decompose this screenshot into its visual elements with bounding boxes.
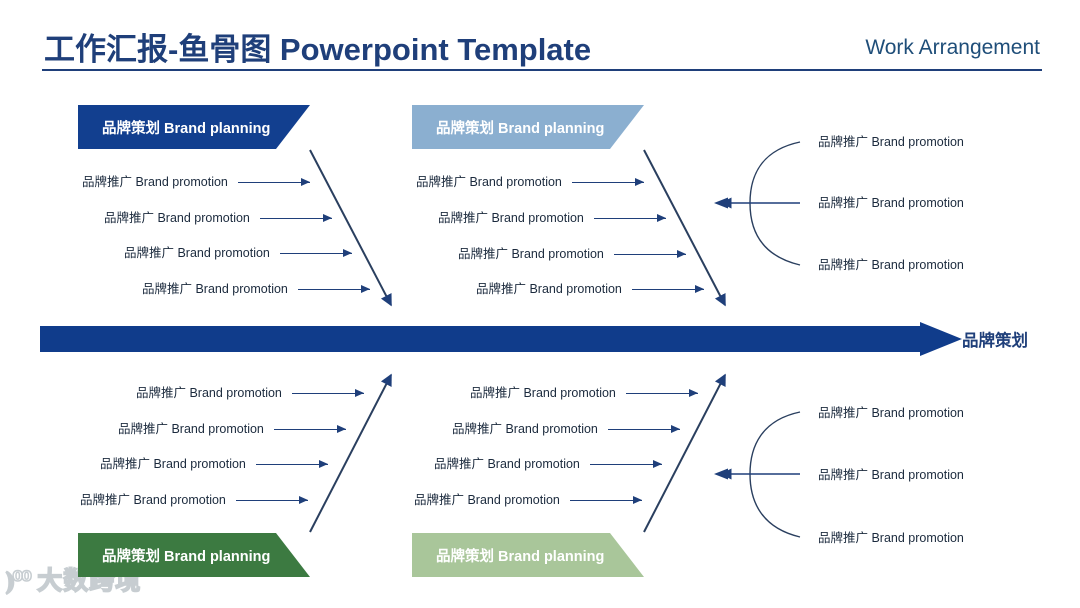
watermark-logo-icon: ⦆⁰⁰	[5, 567, 33, 595]
subrow-top-right-1[interactable]: 品牌推广 Brand promotion	[416, 173, 644, 191]
right-arrow-icon	[259, 213, 332, 223]
right-arrow-icon	[613, 249, 686, 259]
subrow-bottom-right-2[interactable]: 品牌推广 Brand promotion	[452, 420, 680, 438]
banner-bottom-right-label: 品牌策划 Brand planning	[436, 548, 605, 565]
brace-item-bottom-right-1[interactable]: 品牌推广 Brand promotion	[818, 406, 964, 420]
right-arrow-icon	[569, 495, 642, 505]
right-arrow-icon	[273, 424, 346, 434]
right-arrow-icon	[255, 459, 328, 469]
spine-label: 品牌策划	[962, 332, 1028, 350]
brace-item-top-right-3[interactable]: 品牌推广 Brand promotion	[818, 258, 964, 272]
right-arrow-icon	[571, 177, 644, 187]
brace-curve-bottom-right	[749, 411, 801, 538]
subrow-label: 品牌推广 Brand promotion	[124, 246, 270, 260]
subrow-bottom-right-4[interactable]: 品牌推广 Brand promotion	[414, 491, 642, 509]
subrow-label: 品牌推广 Brand promotion	[80, 493, 226, 507]
main-spine-arrow-shape	[40, 322, 962, 356]
banner-top-right-label: 品牌策划 Brand planning	[436, 120, 605, 137]
subrow-label: 品牌推广 Brand promotion	[118, 422, 264, 436]
banner-top-right[interactable]: 品牌策划 Brand planning	[412, 105, 644, 149]
brace-arrowhead-bottom-right	[714, 468, 728, 480]
brace-curve-top-right	[749, 141, 801, 266]
subrow-top-right-3[interactable]: 品牌推广 Brand promotion	[458, 245, 686, 263]
right-arrow-icon	[279, 248, 352, 258]
brace-item-bottom-right-2[interactable]: 品牌推广 Brand promotion	[818, 468, 964, 482]
right-arrow-icon	[625, 388, 698, 398]
subrow-label: 品牌推广 Brand promotion	[136, 386, 282, 400]
subrow-bottom-left-2[interactable]: 品牌推广 Brand promotion	[118, 420, 346, 438]
banner-bottom-left[interactable]: 品牌策划 Brand planning	[78, 533, 310, 577]
right-arrow-icon	[235, 495, 308, 505]
subrow-top-left-3[interactable]: 品牌推广 Brand promotion	[124, 244, 352, 262]
right-arrow-icon	[607, 424, 680, 434]
subrow-bottom-left-3[interactable]: 品牌推广 Brand promotion	[100, 455, 328, 473]
subrow-label: 品牌推广 Brand promotion	[470, 386, 616, 400]
subrow-label: 品牌推广 Brand promotion	[100, 457, 246, 471]
subrow-bottom-left-1[interactable]: 品牌推广 Brand promotion	[136, 384, 364, 402]
brace-item-top-right-2[interactable]: 品牌推广 Brand promotion	[818, 196, 964, 210]
right-arrow-icon	[631, 284, 704, 294]
banner-bottom-right[interactable]: 品牌策划 Brand planning	[412, 533, 644, 577]
brace-item-bottom-right-3[interactable]: 品牌推广 Brand promotion	[818, 531, 964, 545]
brace-item-top-right-1[interactable]: 品牌推广 Brand promotion	[818, 135, 964, 149]
banner-bottom-left-shape	[78, 533, 310, 577]
main-spine-arrow	[40, 322, 962, 356]
subrow-top-left-1[interactable]: 品牌推广 Brand promotion	[82, 173, 310, 191]
subrow-bottom-left-4[interactable]: 品牌推广 Brand promotion	[80, 491, 308, 509]
subrow-label: 品牌推广 Brand promotion	[104, 211, 250, 225]
right-arrow-icon	[593, 213, 666, 223]
subrow-label: 品牌推广 Brand promotion	[82, 175, 228, 189]
subrow-label: 品牌推广 Brand promotion	[476, 282, 622, 296]
subrow-label: 品牌推广 Brand promotion	[458, 247, 604, 261]
right-arrow-icon	[297, 284, 370, 294]
subrow-bottom-right-3[interactable]: 品牌推广 Brand promotion	[434, 455, 662, 473]
banner-bottom-right-shape	[412, 533, 644, 577]
banner-top-right-shape	[412, 105, 644, 149]
subrow-bottom-right-1[interactable]: 品牌推广 Brand promotion	[470, 384, 698, 402]
subrow-label: 品牌推广 Brand promotion	[452, 422, 598, 436]
subrow-top-right-4[interactable]: 品牌推广 Brand promotion	[476, 280, 704, 298]
header-subtitle: Work Arrangement	[865, 36, 1040, 59]
subrow-top-right-2[interactable]: 品牌推广 Brand promotion	[438, 209, 666, 227]
page-title: 工作汇报-鱼骨图 Powerpoint Template	[44, 32, 592, 67]
right-arrow-icon	[237, 177, 310, 187]
banner-top-left-shape	[78, 105, 310, 149]
subrow-label: 品牌推广 Brand promotion	[438, 211, 584, 225]
banner-bottom-left-label: 品牌策划 Brand planning	[102, 548, 271, 565]
banner-top-left[interactable]: 品牌策划 Brand planning	[78, 105, 310, 149]
subrow-label: 品牌推广 Brand promotion	[142, 282, 288, 296]
subrow-label: 品牌推广 Brand promotion	[416, 175, 562, 189]
subrow-top-left-4[interactable]: 品牌推广 Brand promotion	[142, 280, 370, 298]
subrow-label: 品牌推广 Brand promotion	[414, 493, 560, 507]
brace-arrowhead-top-right	[714, 197, 728, 209]
subrow-top-left-2[interactable]: 品牌推广 Brand promotion	[104, 209, 332, 227]
banner-top-left-label: 品牌策划 Brand planning	[102, 120, 271, 137]
right-arrow-icon	[291, 388, 364, 398]
header-divider	[42, 69, 1042, 71]
right-arrow-icon	[589, 459, 662, 469]
subrow-label: 品牌推广 Brand promotion	[434, 457, 580, 471]
